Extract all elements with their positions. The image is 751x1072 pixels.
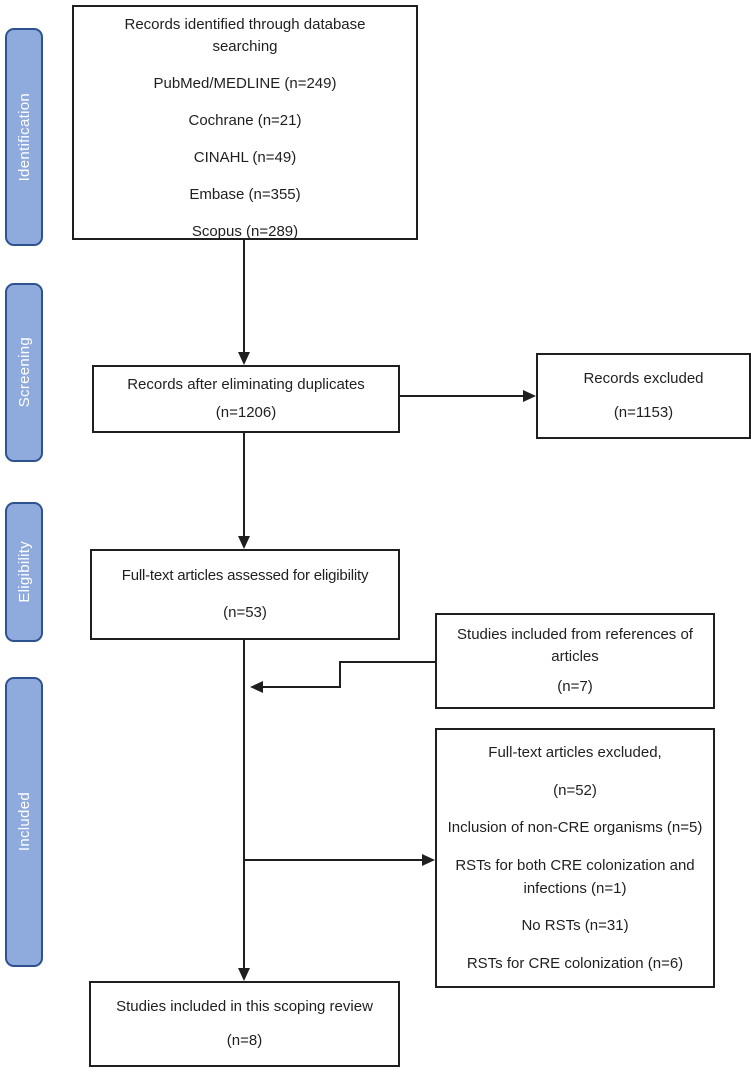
arrow-identified-to-dedup <box>238 240 250 365</box>
records-excluded-count: (n=1153) <box>613 404 674 422</box>
box-records-excluded: Records excluded (n=1153) <box>536 353 751 439</box>
source-pubmed: PubMed/MEDLINE (n=249) <box>153 75 337 92</box>
box-studies-included: Studies included in this scoping review … <box>89 981 400 1067</box>
dedup-count: (n=1206) <box>215 404 277 422</box>
studies-included-label: Studies included in this scoping review <box>116 997 373 1015</box>
fulltext-assessed-count: (n=53) <box>223 603 267 621</box>
stage-identification: Identification <box>5 28 43 246</box>
box-fulltext-assessed: Full-text articles assessed for eligibil… <box>90 549 400 640</box>
stage-included: Included <box>5 677 43 967</box>
stage-screening-label: Screening <box>15 337 33 408</box>
exclusion-reason-no-rsts: No RSTs (n=31) <box>521 917 629 935</box>
box-fulltext-excluded: Full-text articles excluded, (n=52) Incl… <box>435 728 715 988</box>
fulltext-excluded-title: Full-text articles excluded, <box>488 744 662 761</box>
box-records-identified: Records identified through database sear… <box>72 5 418 240</box>
dedup-label: Records after eliminating duplicates <box>127 375 365 393</box>
exclusion-reason-both-colonization: RSTs for both CRE colonization and infec… <box>455 856 695 897</box>
source-cinahl: CINAHL (n=49) <box>193 149 297 166</box>
source-embase: Embase (n=355) <box>189 186 301 203</box>
stage-screening: Screening <box>5 283 43 462</box>
box-records-after-duplicates: Records after eliminating duplicates (n=… <box>92 365 400 433</box>
fulltext-assessed-label: Full-text articles assessed for eligibil… <box>121 567 369 585</box>
arrow-flow-to-fulltext-excluded <box>245 854 435 866</box>
source-scopus: Scopus (n=289) <box>191 223 299 240</box>
exclusion-reason-cre-colonization: RSTs for CRE colonization (n=6) <box>466 954 684 972</box>
stage-eligibility-label: Eligibility <box>15 541 33 603</box>
records-identified-title: Records identified through database sear… <box>124 16 366 55</box>
fulltext-excluded-count: (n=52) <box>553 781 597 799</box>
records-excluded-label: Records excluded <box>583 369 704 387</box>
stage-identification-label: Identification <box>15 92 33 182</box>
studies-included-count: (n=8) <box>226 1032 263 1050</box>
arrow-fulltext-to-included <box>238 640 250 981</box>
references-included-label: Studies included from references of arti… <box>457 625 693 665</box>
arrow-dedup-to-records-excluded <box>400 390 536 402</box>
arrow-dedup-to-fulltext <box>238 433 250 549</box>
connector-references-to-flow <box>250 661 435 693</box>
exclusion-reason-non-cre: Inclusion of non-CRE organisms (n=5) <box>447 819 703 837</box>
box-references-included: Studies included from references of arti… <box>435 613 715 709</box>
stage-included-label: Included <box>15 792 33 852</box>
stage-eligibility: Eligibility <box>5 502 43 642</box>
source-cochrane: Cochrane (n=21) <box>188 112 302 129</box>
references-included-count: (n=7) <box>557 678 593 696</box>
